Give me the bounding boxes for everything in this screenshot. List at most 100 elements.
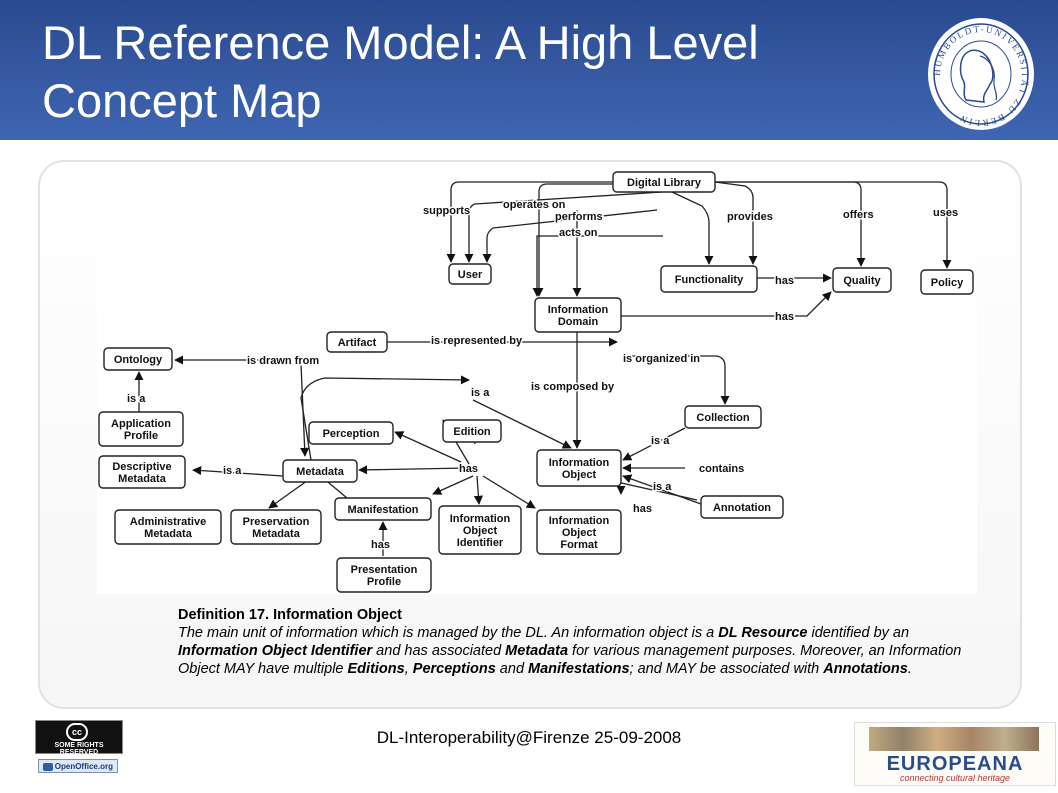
node-label: Annotation — [713, 502, 771, 514]
node-label: Information — [450, 513, 511, 525]
openoffice-badge[interactable]: OpenOffice.org — [38, 759, 118, 773]
slide-footer: DL-Interoperability@Firenze 25-09-2008 — [376, 728, 682, 747]
concept-edge — [482, 209, 658, 263]
concept-edge — [472, 399, 572, 449]
concept-edge — [192, 466, 284, 477]
definition-text: identified by an — [807, 625, 910, 641]
node-label: Policy — [931, 277, 964, 289]
link-label-has-domain-quality: has — [775, 311, 794, 323]
node-ontology: Ontology — [103, 347, 173, 371]
openoffice-text: OpenOffice.org — [54, 762, 113, 771]
link-label-is-a-metadata: is a — [223, 465, 242, 477]
link-label-is-a-annotation: is a — [653, 481, 672, 493]
definition-term: Metadata — [505, 643, 569, 659]
definition-term: Editions — [347, 661, 405, 677]
cc-text: SOME RIGHTS RESERVED — [54, 742, 104, 756]
europeana-tagline: connecting cultural heritage — [899, 773, 1011, 783]
node-policy: Policy — [920, 269, 974, 295]
link-label-has-object: has — [459, 463, 478, 475]
concept-edge — [622, 427, 686, 461]
concept-edge — [534, 183, 613, 297]
definition-title: Definition 17. Information Object — [178, 607, 402, 623]
creative-commons-badge[interactable]: cc SOME RIGHTS RESERVED — [35, 720, 123, 756]
link-label-is-represented-by: is represented by — [431, 335, 523, 347]
concept-edge — [432, 475, 474, 495]
node-label: Domain — [558, 316, 599, 328]
node-label: Information — [548, 304, 609, 316]
node-label: Ontology — [114, 354, 163, 366]
node-functionality: Functionality — [660, 265, 758, 293]
concept-edge — [532, 235, 663, 297]
node-label: Information — [549, 515, 610, 527]
node-manifestation: Manifestation — [334, 497, 432, 521]
node-label: Profile — [124, 430, 158, 442]
node-label: Descriptive — [112, 461, 171, 473]
definition-text: , — [404, 661, 413, 677]
definition-block: Definition 17. Information Object The ma… — [178, 606, 968, 678]
concept-edge — [394, 431, 462, 463]
node-label: Object — [562, 469, 597, 481]
link-label-operates-on: operates on — [503, 199, 566, 211]
node-label: Digital Library — [627, 177, 702, 189]
concept-edge — [671, 191, 714, 265]
node-label: Collection — [696, 412, 749, 424]
node-label: Information — [549, 457, 610, 469]
node-label: Metadata — [144, 528, 193, 540]
node-label: Format — [560, 539, 598, 551]
node-label: Metadata — [296, 466, 345, 478]
link-label-is-organized-in: is organized in — [623, 353, 700, 365]
europeana-wordmark: EUROPEANA — [886, 753, 1024, 775]
definition-text: and — [495, 661, 529, 677]
definition-term: Annotations — [823, 661, 908, 677]
link-label-provides: provides — [727, 211, 773, 223]
node-label: Manifestation — [348, 504, 419, 516]
node-perception: Perception — [308, 421, 394, 445]
concept-edge — [446, 181, 664, 263]
link-label-has-functionality-quality: has — [775, 275, 794, 287]
link-label-has-manifestation: has — [371, 539, 390, 551]
concept-edge — [621, 291, 832, 317]
concept-edge — [473, 475, 483, 505]
node-edition: Edition — [442, 419, 502, 443]
node-label: Object — [463, 525, 498, 537]
node-user: User — [448, 263, 492, 285]
node-label: User — [458, 269, 483, 281]
definition-text: The main unit of information which is ma… — [178, 625, 719, 641]
definition-term: DL Resource — [718, 625, 808, 641]
node-label: Perception — [323, 428, 380, 440]
humboldt-seal-logo: HUMBOLDT-UNIVERSITÄT ZU BERLIN — [928, 18, 1034, 130]
link-label-is-composed-by: is composed by — [531, 381, 615, 393]
node-metadata: Metadata — [282, 459, 358, 483]
europeana-logo: EUROPEANA connecting cultural heritage — [854, 722, 1056, 786]
node-label: Preservation — [243, 516, 310, 528]
link-label-offers: offers — [843, 209, 874, 221]
concept-edge — [464, 191, 663, 263]
concept-edge — [268, 477, 312, 509]
node-label: Presentation — [351, 564, 418, 576]
link-label-performs: performs — [555, 211, 603, 223]
europeana-image-strip — [869, 727, 1039, 751]
concept-edge — [622, 474, 702, 505]
cc-icon: cc — [66, 723, 88, 741]
concept-edge — [715, 181, 866, 267]
node-label: Identifier — [457, 537, 504, 549]
slide-header: DL Reference Model: A High Level Concept… — [0, 0, 1058, 140]
node-label: Metadata — [118, 473, 167, 485]
node-label: Application — [111, 418, 171, 430]
concept-edge — [482, 475, 536, 509]
node-label: Edition — [453, 426, 491, 438]
definition-term: Perceptions — [412, 661, 496, 677]
concept-edge — [714, 181, 758, 265]
node-label: Profile — [367, 576, 401, 588]
concept-edge — [625, 355, 730, 405]
concept-edge — [715, 181, 952, 269]
link-label-has-annotation: has — [633, 503, 652, 515]
node-label: Artifact — [338, 337, 377, 349]
